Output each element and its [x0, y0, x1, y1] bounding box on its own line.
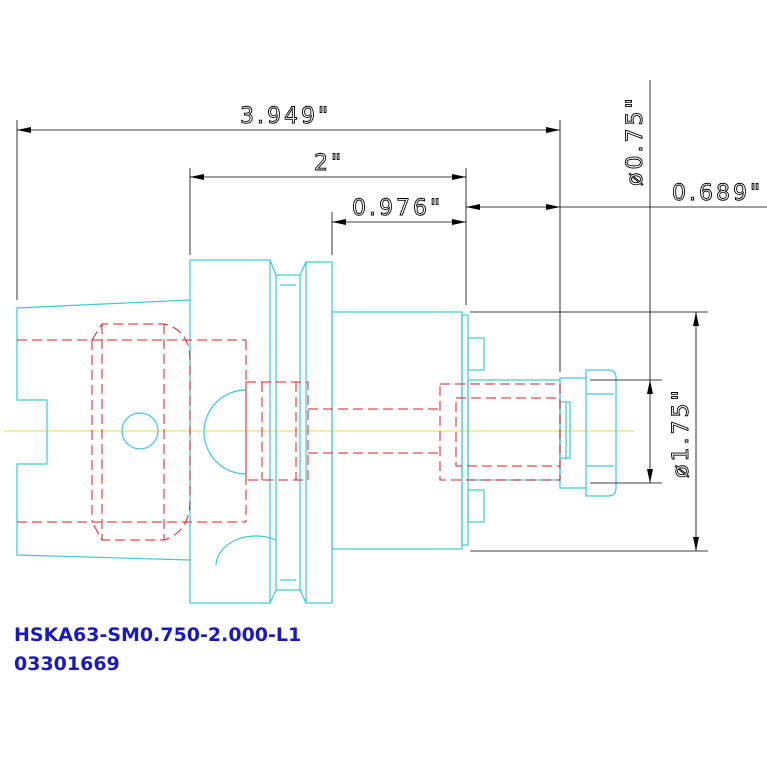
dim-flange-to-face: 0.976" — [352, 196, 443, 221]
arrowheads — [17, 127, 699, 551]
dim-projection: 0.689" — [672, 181, 763, 206]
hidden-lines — [17, 323, 561, 541]
dim-gauge-length: 2" — [314, 151, 344, 176]
dim-body-diameter: ø1.75" — [669, 387, 694, 478]
part-number: 03301669 — [14, 653, 120, 675]
dim-overall-length: 3.949" — [240, 104, 331, 129]
dim-shank-diameter: ø0.75" — [623, 95, 648, 186]
dimension-lines — [16, 80, 767, 552]
tool-holder-outline — [16, 259, 617, 604]
part-code: HSKA63-SM0.750-2.000-L1 — [14, 624, 302, 646]
cross-hole — [121, 412, 159, 450]
